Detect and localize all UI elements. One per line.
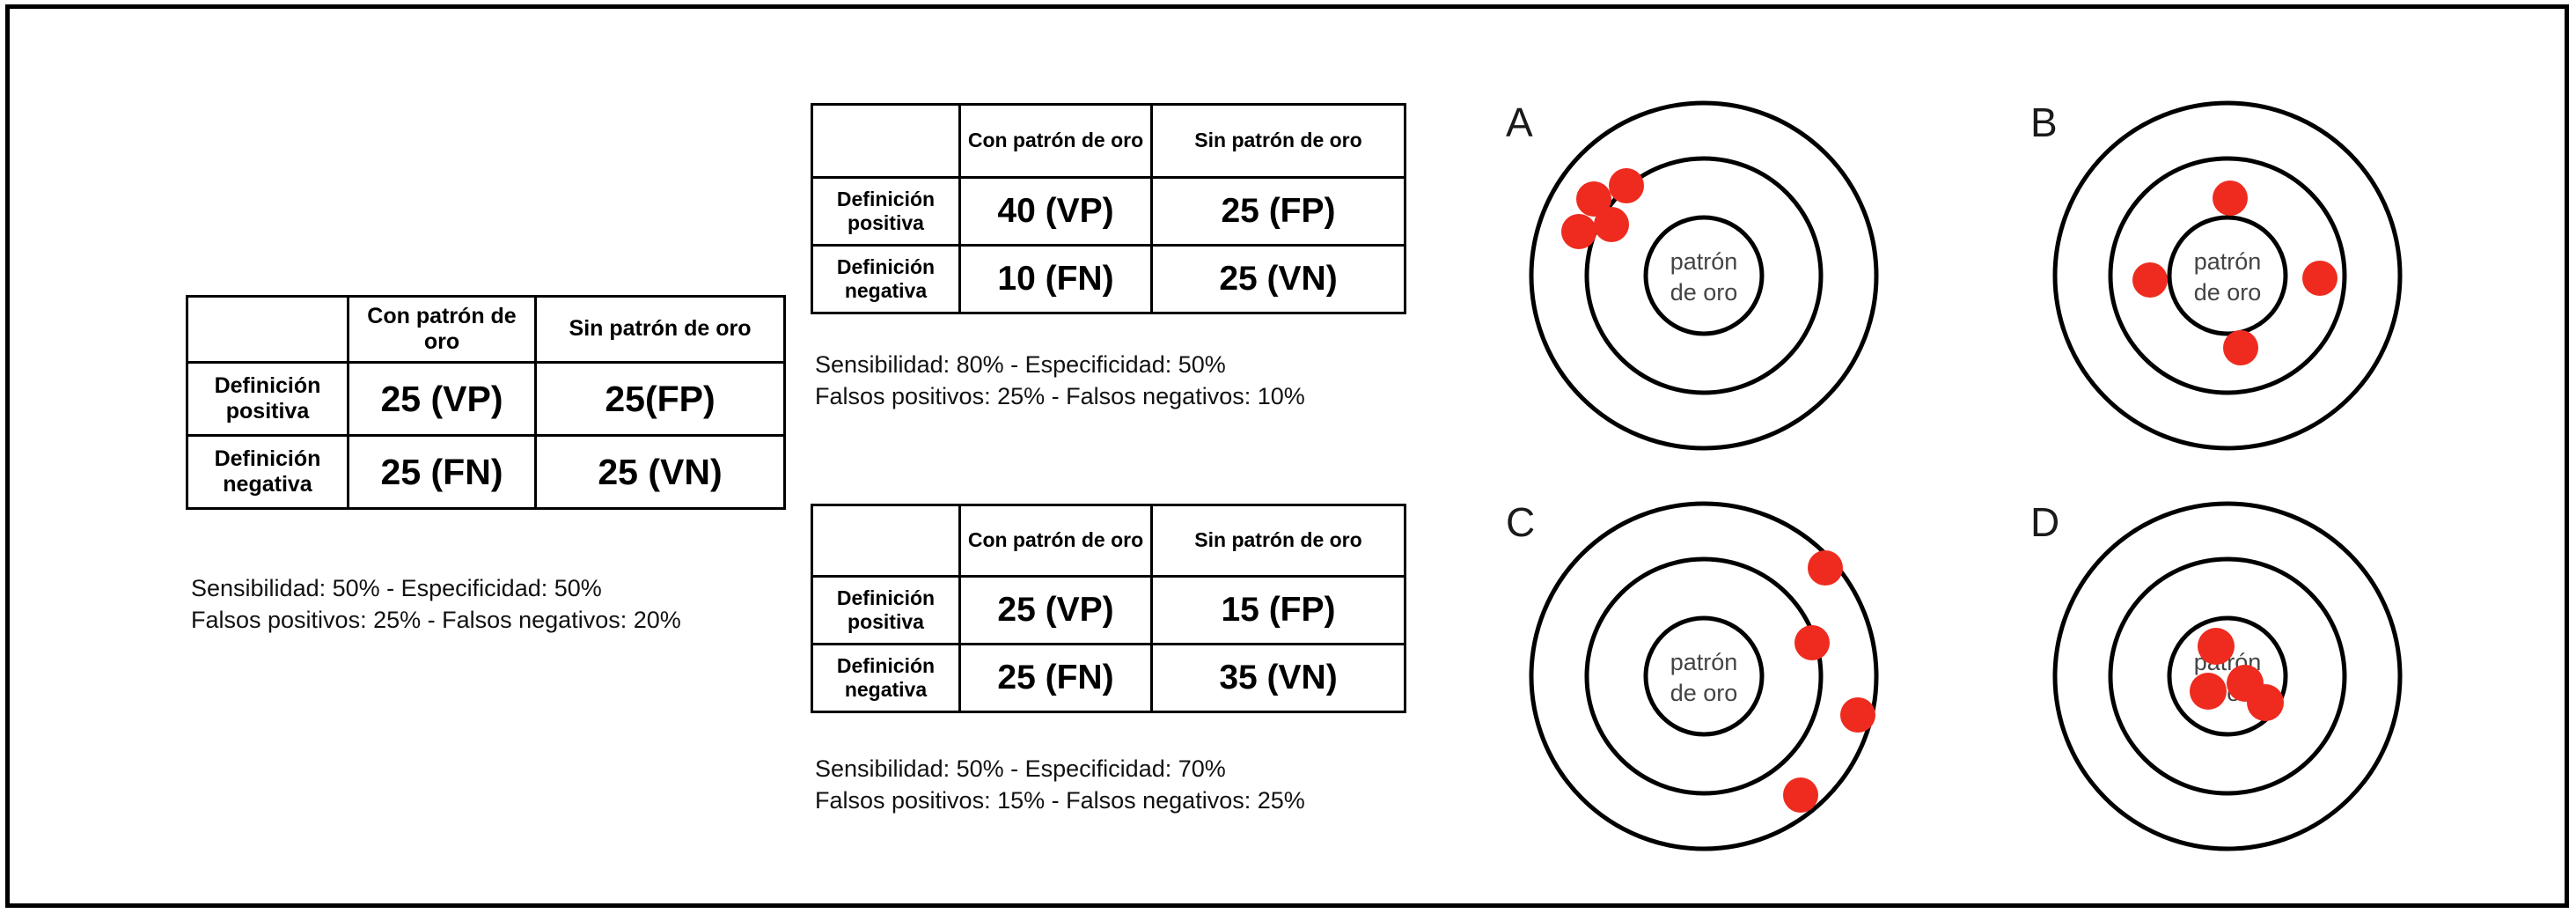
row-header-definicion-positiva: Definición positiva [811,575,961,645]
cell-true-negative: 25 (VN) [534,434,786,510]
bullseye-label-line1: patrón [1670,649,1738,675]
row-header-definicion-positiva: Definición positiva [811,176,961,247]
cell-false-negative: 10 (FN) [958,244,1153,314]
shot-marker [1561,214,1596,249]
table-2-caption: Sensibilidad: 80% - Especificidad: 50% F… [815,349,1305,412]
inner-bullseye-ring [2167,215,2288,336]
table-corner-cell [186,295,349,364]
shot-marker [1794,625,1830,660]
shot-group-c [1783,550,1875,813]
table-header-row: Con patrón de oro Sin patrón de oro [186,295,786,364]
row-header-definicion-negativa: Definición negativa [186,434,349,510]
table-header-row: Con patrón de oro Sin patrón de oro [811,103,1406,179]
cell-false-positive: 25(FP) [534,361,786,437]
target-label-c: C [1506,499,1536,545]
table-header-row: Con patrón de oro Sin patrón de oro [811,504,1406,578]
shot-marker [1808,550,1843,586]
column-header-con-patron: Con patrón de oro [958,103,1153,179]
cell-true-positive: 25 (VP) [347,361,537,437]
column-header-sin-patron: Sin patrón de oro [534,295,786,364]
table-row: Definición negativa 25 (FN) 25 (VN) [186,434,786,510]
cell-true-positive: 25 (VP) [958,575,1153,645]
contingency-table-2: Con patrón de oro Sin patrón de oro Defi… [811,103,1406,314]
shot-marker [2223,330,2258,365]
bullseye-label-line1: patrón [1670,248,1738,275]
row-header-definicion-negativa: Definición negativa [811,244,961,314]
bullseye-label-line2: de oro [1670,279,1738,306]
table-row: Definición positiva 40 (VP) 25 (FP) [811,176,1406,247]
bullseye-label-line2: de oro [1670,680,1738,706]
cell-false-positive: 15 (FP) [1150,575,1406,645]
target-diagram-a: patrón de oro [1529,100,1879,451]
bullseye-label-line2: de oro [2194,279,2262,306]
shot-marker [1594,207,1629,242]
caption-falsos-positivos-negativos: Falsos positivos: 25% - Falsos negativos… [815,383,1305,410]
target-diagram-b: patrón de oro [2052,100,2403,451]
caption-sensibilidad-especificidad: Sensibilidad: 50% - Especificidad: 70% [815,755,1226,782]
shot-group-d [2190,628,2284,721]
cell-false-positive: 25 (FP) [1150,176,1406,247]
target-diagram-c: patrón de oro [1529,501,1879,851]
caption-falsos-positivos-negativos: Falsos positivos: 25% - Falsos negativos… [191,607,681,634]
target-label-a: A [1506,99,1533,145]
inner-bullseye-ring [1643,615,1765,737]
target-label-d: D [2030,499,2060,545]
column-header-con-patron: Con patrón de oro [958,504,1153,578]
shot-marker [1609,168,1644,203]
table-row: Definición positiva 25 (VP) 15 (FP) [811,575,1406,645]
table-row: Definición negativa 10 (FN) 25 (VN) [811,244,1406,314]
caption-sensibilidad-especificidad: Sensibilidad: 80% - Especificidad: 50% [815,351,1226,378]
contingency-table-1: Con patrón de oro Sin patrón de oro Defi… [186,295,786,510]
shot-marker [1576,181,1611,217]
shot-marker [2132,262,2168,298]
table-row: Definición positiva 25 (VP) 25(FP) [186,361,786,437]
shot-marker [1840,697,1875,733]
cell-true-negative: 35 (VN) [1150,643,1406,713]
shot-marker [1783,777,1818,813]
target-diagram-d: patrón de oro [2052,501,2403,851]
shot-marker [2302,261,2337,296]
shot-marker [2190,673,2227,710]
table-3-caption: Sensibilidad: 50% - Especificidad: 70% F… [815,753,1305,816]
cell-true-negative: 25 (VN) [1150,244,1406,314]
table-1-caption: Sensibilidad: 50% - Especificidad: 50% F… [191,572,681,636]
caption-sensibilidad-especificidad: Sensibilidad: 50% - Especificidad: 50% [191,575,602,601]
caption-falsos-positivos-negativos: Falsos positivos: 15% - Falsos negativos… [815,787,1305,814]
table-corner-cell [811,103,961,179]
shot-group-b [2132,181,2337,365]
cell-false-negative: 25 (FN) [347,434,537,510]
contingency-table-3: Con patrón de oro Sin patrón de oro Defi… [811,504,1406,713]
row-header-definicion-negativa: Definición negativa [811,643,961,713]
shot-marker [2247,684,2284,721]
table-corner-cell [811,504,961,578]
shot-marker [2198,628,2235,665]
shot-marker [2213,181,2248,216]
cell-false-negative: 25 (FN) [958,643,1153,713]
cell-true-positive: 40 (VP) [958,176,1153,247]
column-header-sin-patron: Sin patrón de oro [1150,504,1406,578]
column-header-sin-patron: Sin patrón de oro [1150,103,1406,179]
shot-group-a [1561,168,1644,249]
row-header-definicion-positiva: Definición positiva [186,361,349,437]
column-header-con-patron: Con patrón de oro [347,295,537,364]
table-row: Definición negativa 25 (FN) 35 (VN) [811,643,1406,713]
slide-frame: Con patrón de oro Sin patrón de oro Defi… [5,4,2569,908]
inner-bullseye-ring [1643,215,1765,336]
bullseye-label-line1: patrón [2194,248,2262,275]
target-label-b: B [2030,99,2058,145]
